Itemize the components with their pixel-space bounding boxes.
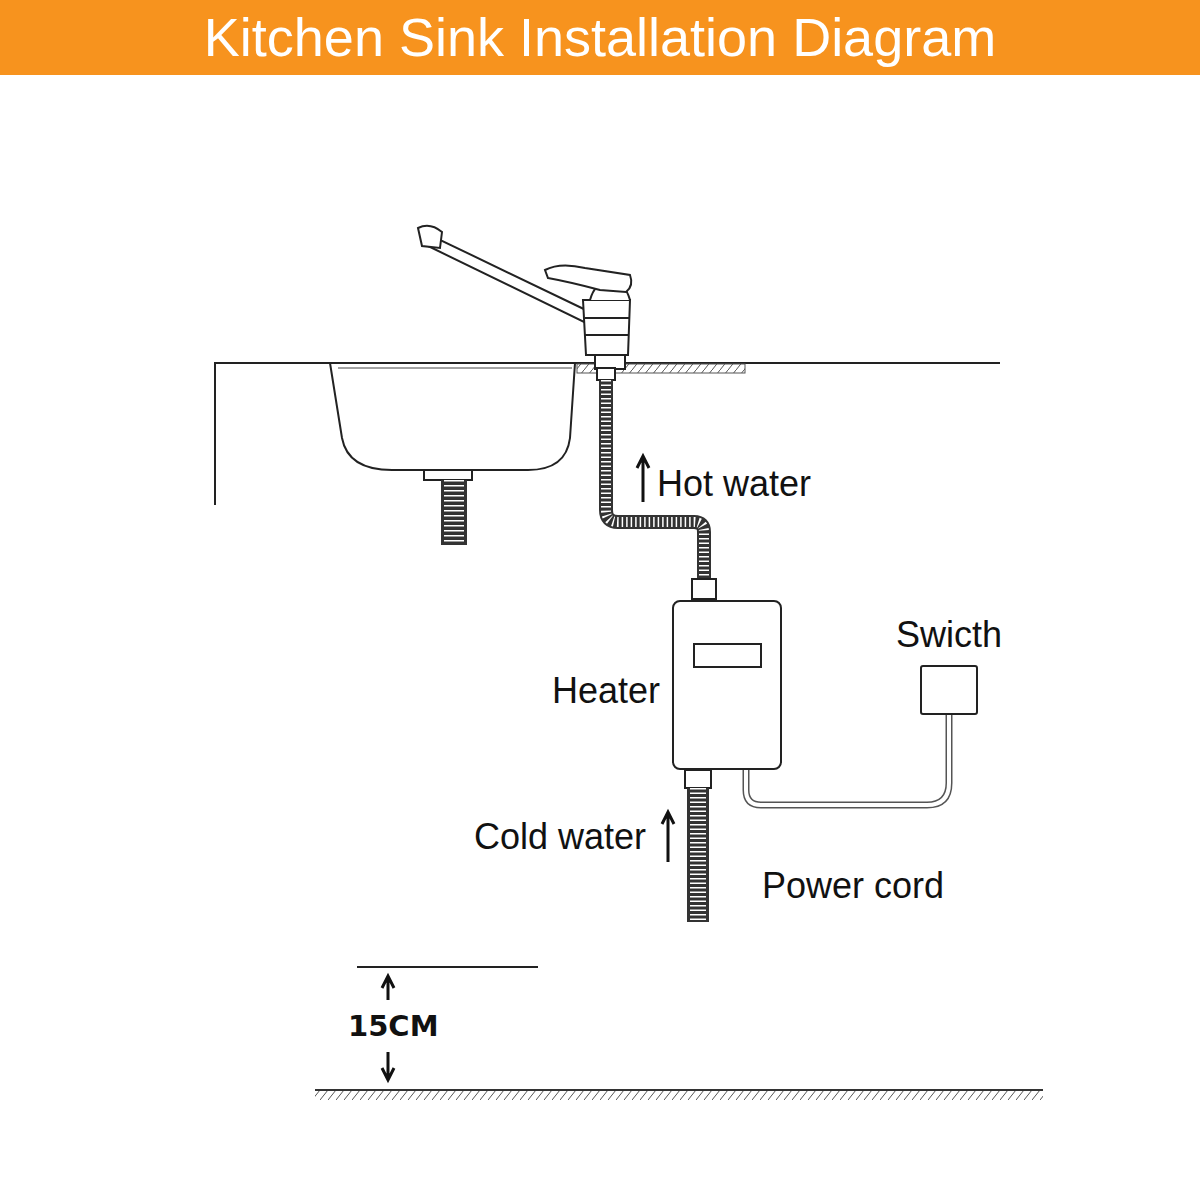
hose-nut [692, 579, 716, 599]
cord-label: Power cord [762, 865, 944, 906]
floor-hatching [315, 1091, 1043, 1100]
flow-arrow [662, 812, 674, 862]
component-label: Swicth [896, 614, 1002, 655]
drain-pipe [441, 480, 467, 545]
title-bar: Kitchen Sink Installation Diagram [0, 0, 1200, 75]
floor-line [315, 1089, 1043, 1091]
switch-box: Swicth [920, 665, 978, 715]
cold-water-hose [687, 788, 709, 922]
dimension-arrow [382, 1052, 394, 1080]
faucet [418, 226, 631, 369]
drain-ribs [444, 480, 464, 545]
display-window [693, 643, 762, 668]
sink-rim [338, 368, 572, 369]
cold-hose-ribs [690, 788, 706, 922]
hose-nut [685, 770, 711, 788]
dimension-line [357, 966, 538, 968]
sink-drain [424, 470, 472, 480]
flow-label: Cold water [474, 816, 646, 857]
dimension-arrow [382, 976, 394, 1000]
heater-box: Heater [672, 600, 782, 770]
flow-label: Hot water [657, 463, 811, 504]
hose-nut [597, 368, 615, 380]
sink-bowl [330, 363, 575, 470]
component-label: Heater [552, 670, 660, 711]
dimension-label: 15CM [348, 1010, 439, 1043]
flow-arrow [637, 456, 649, 502]
